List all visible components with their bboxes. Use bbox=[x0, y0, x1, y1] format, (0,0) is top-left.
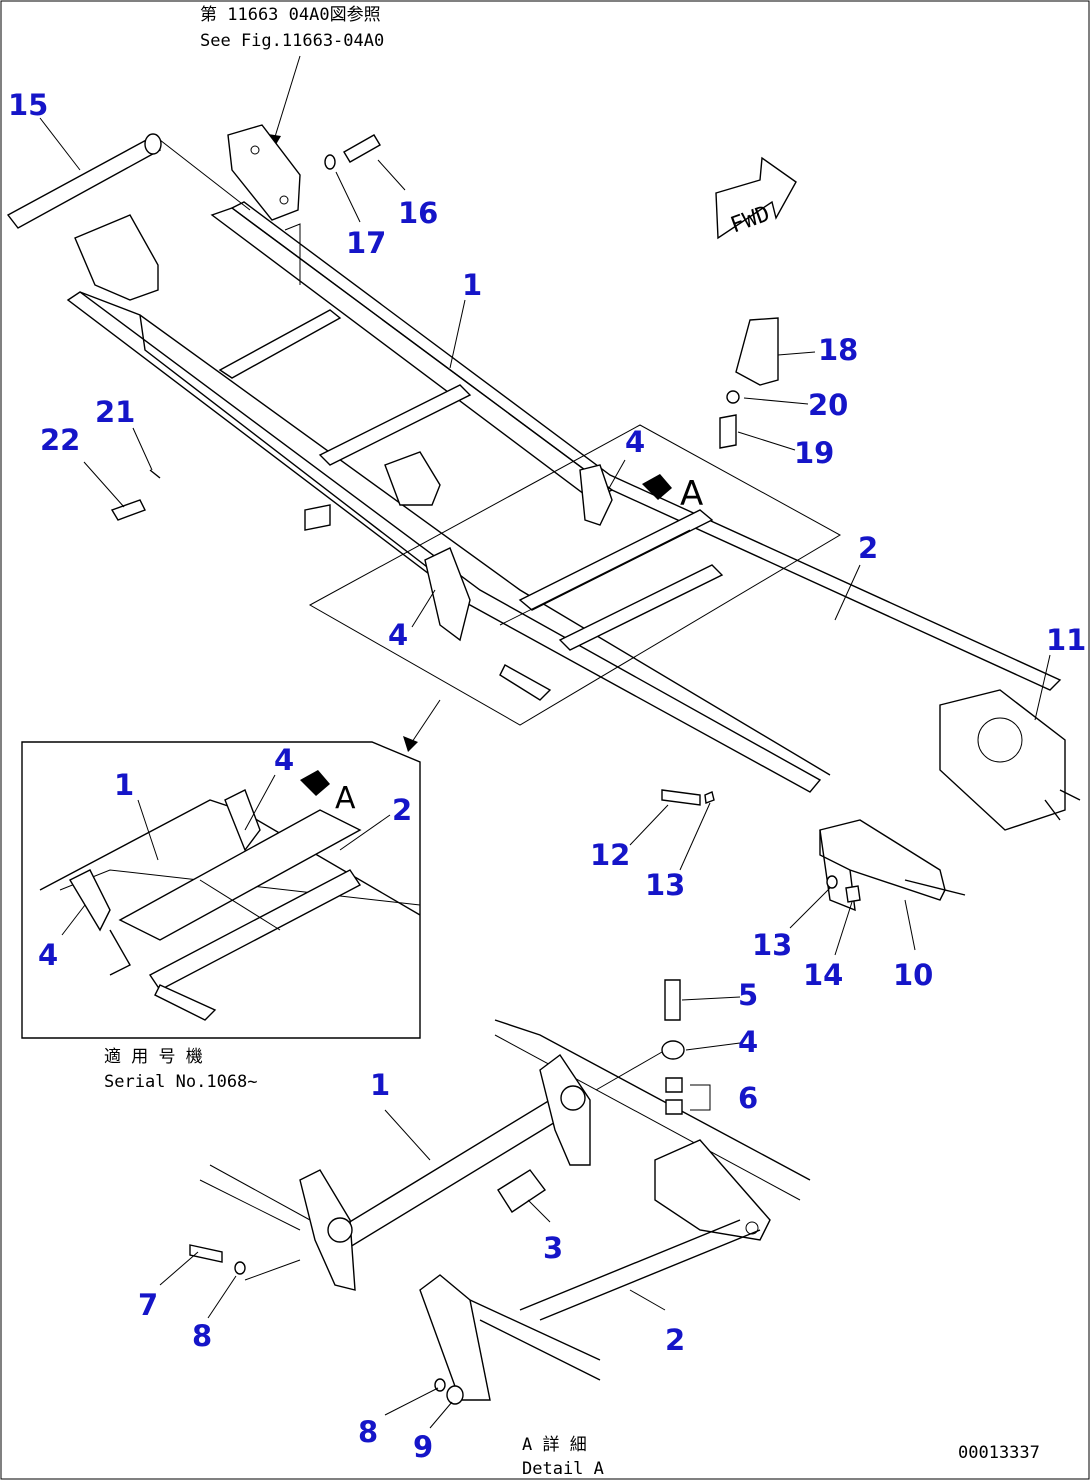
bolt-part-22 bbox=[110, 499, 146, 521]
callout-18[interactable]: 18 bbox=[818, 333, 858, 367]
callout-12[interactable]: 12 bbox=[590, 838, 630, 872]
callout-8-a[interactable]: 8 bbox=[192, 1319, 212, 1353]
bolt-part-5 bbox=[664, 979, 681, 1021]
bolt-part-12 bbox=[661, 789, 701, 806]
svg-text:A: A bbox=[680, 474, 703, 514]
cross-member bbox=[218, 309, 342, 379]
detail-a-drawing bbox=[189, 979, 811, 1405]
callout-2-detail[interactable]: 2 bbox=[665, 1323, 685, 1357]
view-a-marker-inset bbox=[300, 770, 330, 796]
callout-4-top[interactable]: 4 bbox=[625, 425, 645, 459]
nut-part-6b bbox=[665, 1099, 683, 1115]
callout-2-right[interactable]: 2 bbox=[858, 531, 878, 565]
detail-note-jp: A 詳 細 bbox=[522, 1435, 587, 1455]
callout-17[interactable]: 17 bbox=[346, 226, 386, 260]
detail-member-1 bbox=[318, 1099, 577, 1251]
callout-4-inset-b[interactable]: 4 bbox=[38, 938, 58, 972]
detail-note-en: Detail A bbox=[522, 1459, 604, 1479]
callout-22[interactable]: 22 bbox=[40, 423, 80, 457]
callout-13-a[interactable]: 13 bbox=[645, 868, 685, 902]
washer-part-4 bbox=[661, 1040, 685, 1060]
plate-part-18 bbox=[735, 317, 779, 386]
callout-19[interactable]: 19 bbox=[794, 436, 834, 470]
bolt-part-19 bbox=[719, 414, 737, 449]
bracket-part-10 bbox=[819, 819, 946, 901]
forward-arrow-icon: FWD bbox=[715, 156, 797, 240]
callout-9[interactable]: 9 bbox=[413, 1430, 433, 1464]
callout-3[interactable]: 3 bbox=[543, 1231, 563, 1265]
callout-6[interactable]: 6 bbox=[738, 1081, 758, 1115]
callout-16[interactable]: 16 bbox=[398, 196, 438, 230]
nut-part-6a bbox=[665, 1077, 683, 1093]
callout-21[interactable]: 21 bbox=[95, 395, 135, 429]
callout-2-inset[interactable]: 2 bbox=[392, 793, 412, 827]
callout-14[interactable]: 14 bbox=[803, 958, 843, 992]
callout-4-inset-a[interactable]: 4 bbox=[274, 743, 294, 777]
drawing-number: 00013337 bbox=[958, 1443, 1040, 1463]
callout-1-top[interactable]: 1 bbox=[462, 268, 482, 302]
hinge-center bbox=[384, 451, 441, 506]
callout-5[interactable]: 5 bbox=[738, 978, 758, 1012]
serial-inset: A bbox=[21, 741, 421, 1039]
ref-note-jp: 第 11663 04A0図参照 bbox=[200, 5, 381, 25]
callout-4-detail[interactable]: 4 bbox=[738, 1025, 758, 1059]
hinge-left bbox=[424, 547, 471, 642]
bolt-part-16 bbox=[343, 134, 381, 163]
svg-text:A: A bbox=[335, 781, 356, 816]
washer-part-17 bbox=[324, 154, 336, 170]
detail-member-2 bbox=[419, 1274, 491, 1401]
callout-4-mid[interactable]: 4 bbox=[388, 618, 408, 652]
leader-lines bbox=[39, 117, 1051, 1429]
detail-area-outline bbox=[308, 424, 842, 726]
serial-note-en: Serial No.1068~ bbox=[104, 1072, 258, 1092]
inset-frame bbox=[21, 741, 421, 1039]
callout-labels: 15 16 17 1 18 20 19 21 22 4 2 4 11 12 13… bbox=[8, 88, 1086, 1464]
washer-part-20 bbox=[726, 390, 740, 404]
callout-10[interactable]: 10 bbox=[893, 958, 933, 992]
callout-15[interactable]: 15 bbox=[8, 88, 48, 122]
end-bracket-part-11 bbox=[939, 689, 1066, 831]
callout-13-b[interactable]: 13 bbox=[752, 928, 792, 962]
rear-hinge-bracket bbox=[74, 214, 159, 301]
serial-note-jp: 適 用 号 機 bbox=[104, 1047, 203, 1067]
washer-part-8a bbox=[234, 1261, 246, 1275]
pin-part-3 bbox=[497, 1169, 547, 1213]
ref-arrow bbox=[273, 55, 301, 141]
callout-1-detail[interactable]: 1 bbox=[370, 1068, 390, 1102]
nut-part-9 bbox=[446, 1385, 464, 1405]
callout-11[interactable]: 11 bbox=[1046, 623, 1086, 657]
hinge-right bbox=[579, 464, 613, 526]
callout-20[interactable]: 20 bbox=[808, 388, 848, 422]
callout-8-b[interactable]: 8 bbox=[358, 1415, 378, 1449]
bolt-part-7 bbox=[189, 1244, 223, 1263]
mount-bracket bbox=[227, 124, 301, 221]
main-frame-assembly bbox=[6, 124, 1081, 912]
pin-part-15 bbox=[6, 137, 162, 229]
ref-note-en: See Fig.11663-04A0 bbox=[200, 31, 384, 51]
callout-1-inset[interactable]: 1 bbox=[114, 768, 134, 802]
callout-7[interactable]: 7 bbox=[138, 1288, 158, 1322]
view-a-marker-top: A bbox=[642, 474, 703, 514]
